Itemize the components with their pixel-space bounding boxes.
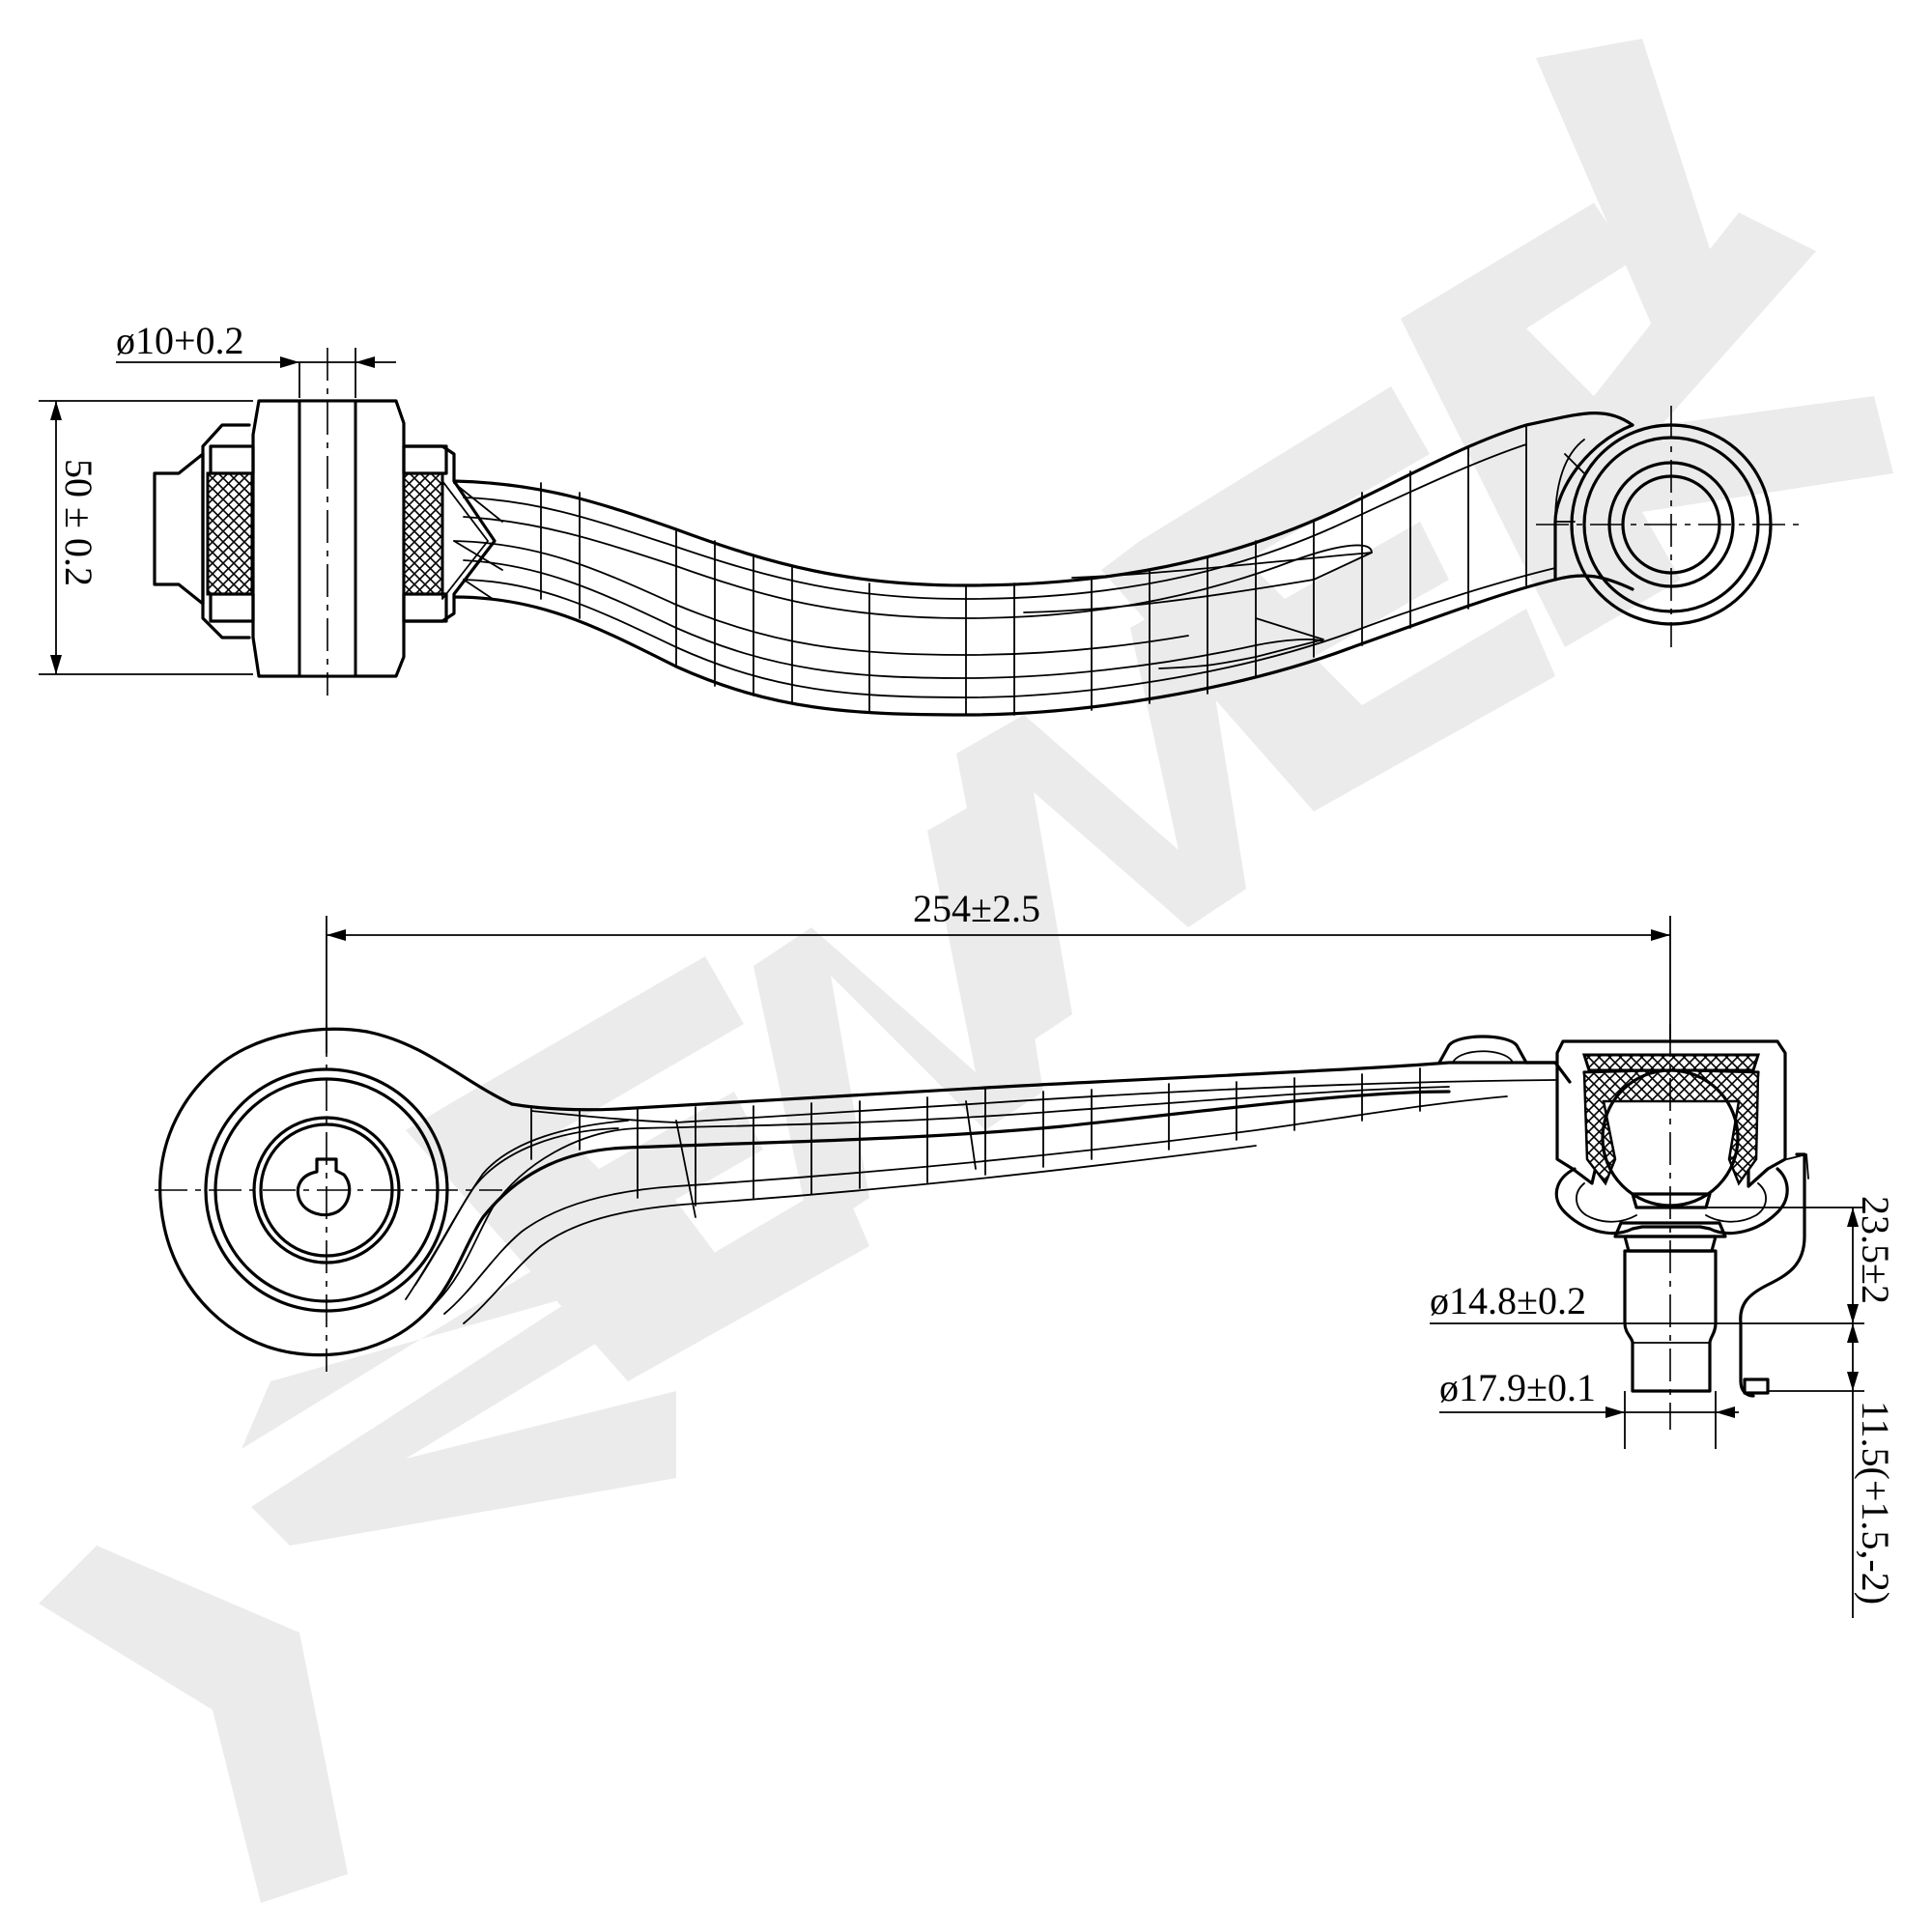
dim-bore-label: ø10+0.2	[116, 319, 244, 362]
bottom-arm-body	[405, 1035, 1572, 1324]
dim-length-label: 254±2.5	[913, 887, 1040, 930]
dim-stud-lower-dia: ø17.9±0.1	[1439, 1366, 1739, 1449]
top-view: ø10+0.2 50 ± 0.2	[39, 319, 1806, 717]
dim-stud-length-label: 11.5(+1.5,-2)	[1854, 1401, 1897, 1605]
dim-stud-upper-dia-label: ø14.8±0.2	[1430, 1279, 1586, 1322]
dim-stud-length: 11.5(+1.5,-2)	[1768, 1323, 1897, 1618]
dim-length: 254±2.5	[326, 887, 1671, 1043]
watermark-logo	[39, 39, 1893, 1903]
dim-bushing-width-label: 50 ± 0.2	[57, 459, 100, 586]
top-arm-body	[452, 412, 1634, 717]
bottom-view: 254±2.5	[155, 887, 1897, 1618]
dim-stud-lower-dia-label: ø17.9±0.1	[1439, 1366, 1596, 1409]
dim-ball-height: 23.5±2	[1700, 1196, 1897, 1324]
top-bushing-section	[153, 348, 503, 696]
ball-joint-section	[1554, 1024, 1809, 1430]
dim-stud-upper-dia: ø14.8±0.2	[1430, 1279, 1625, 1324]
top-eye	[1536, 406, 1806, 647]
bottom-eye	[155, 1024, 514, 1372]
dim-ball-height-label: 23.5±2	[1854, 1196, 1897, 1304]
dim-bushing-width: 50 ± 0.2	[39, 400, 253, 675]
dim-bore: ø10+0.2	[116, 319, 396, 398]
